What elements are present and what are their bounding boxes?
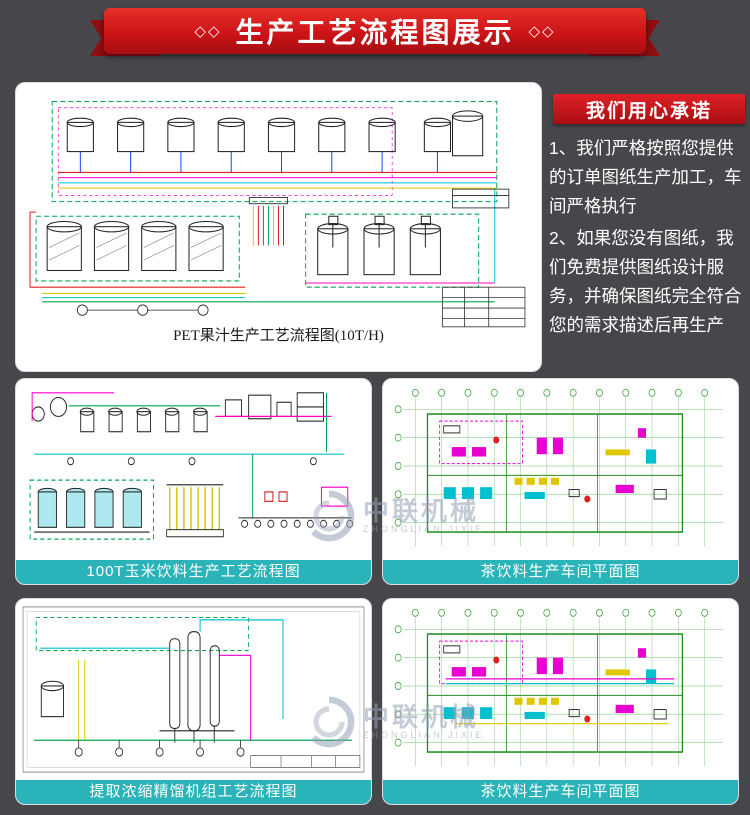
corn-beverage-flow-diagram	[29, 392, 354, 540]
diamond-decor-icon: ◇◇	[528, 23, 556, 40]
promise-line-1: 1、我们严格按照您提供的订单图纸生产加工，车间严格执行	[549, 138, 742, 216]
panel-pet-juice-flow: PET果汁生产工艺流程图(10T/H)	[15, 82, 542, 372]
promise-text: 1、我们严格按照您提供的订单图纸生产加工，车间严格执行 2、如果您没有图纸，我们…	[549, 134, 750, 343]
panel-distillation-flow: 提取浓缩精馏机组工艺流程图	[15, 598, 372, 805]
panel-corn-beverage-flow: 100T玉米饮料生产工艺流程图	[15, 378, 372, 585]
panel-caption: 茶饮料生产车间平面图	[383, 780, 738, 804]
promise-line-2: 2、如果您没有图纸，我们免费提供图纸设计服务，并确保图纸完全符合您的需求描述后再…	[549, 228, 742, 335]
diagram-caption: PET果汁生产工艺流程图(10T/H)	[173, 328, 384, 344]
page-title: 生产工艺流程图展示	[235, 17, 515, 48]
diamond-decor-icon: ◇◇	[194, 23, 222, 40]
panel-tea-plant-layout-2: 茶饮料生产车间平面图	[382, 598, 739, 805]
panel-caption: 茶饮料生产车间平面图	[383, 560, 738, 584]
pet-juice-flow-diagram	[29, 100, 526, 328]
distillation-flow-diagram	[22, 606, 365, 773]
tea-plant-layout-diagram	[394, 388, 724, 547]
tea-plant-layout-diagram	[394, 608, 724, 767]
panel-tea-plant-layout-1: 茶饮料生产车间平面图	[382, 378, 739, 585]
panel-caption: 提取浓缩精馏机组工艺流程图	[16, 780, 371, 804]
header-banner: ◇◇ 生产工艺流程图展示 ◇◇	[104, 8, 646, 54]
panel-caption: 100T玉米饮料生产工艺流程图	[16, 560, 371, 584]
promise-badge: 我们用心承诺	[553, 94, 745, 124]
